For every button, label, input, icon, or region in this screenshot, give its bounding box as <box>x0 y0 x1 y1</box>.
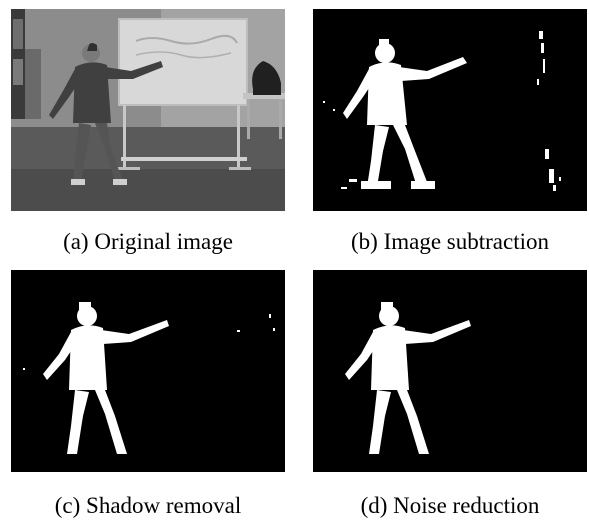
caption-original-image: (a) Original image <box>63 229 233 254</box>
caption-noise-reduction: (d) Noise reduction <box>360 493 540 518</box>
image-subtraction-mask <box>313 9 587 211</box>
noise-reduction-mask <box>313 270 587 472</box>
shadow-removal-panel <box>11 270 285 472</box>
caption-image-subtraction: (b) Image subtraction <box>351 229 549 254</box>
noise-reduction-panel <box>313 270 587 472</box>
original-image-panel <box>11 9 285 211</box>
image-subtraction-panel <box>313 9 587 211</box>
caption-shadow-removal: (c) Shadow removal <box>54 493 242 518</box>
original-image <box>11 9 285 211</box>
shadow-removal-mask <box>11 270 285 472</box>
